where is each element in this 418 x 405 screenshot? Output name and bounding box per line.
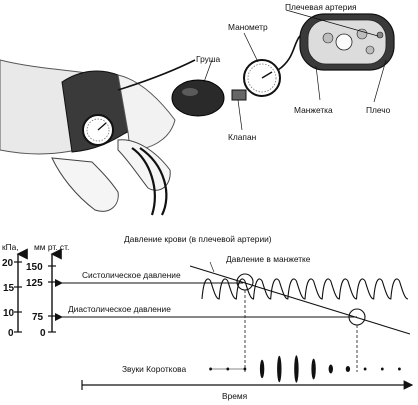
korotkoff-sound-mark [277, 355, 282, 383]
korotkoff-sound-mark [363, 367, 367, 371]
bulb-highlight [182, 88, 198, 96]
korotkoff-sound-mark [398, 367, 401, 371]
mmhg-tick-label: 125 [26, 278, 43, 289]
time-axis-label: Время [222, 391, 247, 401]
stethoscope-tube [131, 147, 156, 216]
manometer-icon [243, 59, 281, 97]
hand-drawing [51, 157, 119, 212]
korotkoff-sound-mark [294, 355, 299, 383]
shoulder-label: Плечо [366, 105, 391, 115]
valve-label: Клапан [228, 132, 257, 142]
cuff-pressure-line [189, 265, 411, 335]
chart-title: Давление крови (в плечевой артерии) [124, 234, 272, 244]
cuff-pressure-label: Давление в манжетке [226, 254, 311, 264]
kpa-tick-label: 0 [8, 328, 14, 339]
korotkoff-sound-mark [226, 367, 230, 371]
bulb-label: Груша [196, 54, 221, 64]
diastolic-label-bg [66, 304, 190, 313]
systolic-label: Систолическое давление [82, 270, 181, 280]
mmhg-tick-label: 0 [40, 328, 46, 339]
arm-cross-section [299, 13, 395, 71]
artery-label: Плечевая артерия [285, 2, 357, 12]
forearm-drawing [117, 74, 176, 151]
korotkoff-sound-marks [209, 355, 401, 383]
korotkoff-sound-mark [209, 367, 213, 371]
kpa-ticks: 20 15 10 0 [2, 258, 22, 339]
korotkoff-sound-mark [311, 358, 316, 380]
korotkoff-sound-mark [243, 367, 247, 371]
callout-line [373, 59, 387, 103]
cuff-gauge-icon [82, 114, 114, 146]
systolic-label-bg [80, 270, 194, 279]
callout-line [285, 9, 379, 37]
mmhg-tick-label: 150 [26, 262, 43, 273]
valve-icon [231, 89, 247, 101]
mmhg-tick-label: 75 [32, 312, 44, 323]
callout-line [315, 65, 321, 101]
callout-line [203, 59, 213, 83]
blood-pressure-waveform [201, 278, 409, 300]
mmhg-unit-label: мм рт. ст. [34, 242, 69, 252]
bulb-icon [171, 79, 225, 117]
korotkoff-label: Звуки Короткова [122, 364, 186, 374]
callout-line [243, 32, 259, 63]
diastolic-label: Диастолическое давление [68, 304, 171, 314]
callout-line [237, 99, 243, 131]
kpa-tick-label: 15 [3, 283, 15, 294]
kpa-unit-label: кПа, [2, 242, 19, 252]
korotkoff-sound-mark [328, 364, 333, 374]
korotkoff-sound-mark [380, 367, 384, 371]
stethoscope-tube [139, 147, 168, 216]
korotkoff-sound-mark [259, 359, 265, 379]
hand-drawing [117, 139, 171, 191]
cuff-tube [117, 59, 196, 91]
kpa-tick-label: 20 [2, 258, 14, 269]
manometer-label: Манометр [228, 22, 268, 32]
pressure-chart: Давление крови (в плечевой артерии) кПа,… [2, 234, 414, 401]
callout-line [209, 261, 215, 273]
korotkoff-sound-mark [345, 366, 351, 372]
mmhg-ticks: 150 125 75 0 [26, 262, 56, 339]
cuff-label: Манжетка [294, 105, 333, 115]
illustration: Плечевая артерия Манометр Груша Клапан М… [0, 2, 395, 216]
kpa-tick-label: 10 [3, 308, 15, 319]
